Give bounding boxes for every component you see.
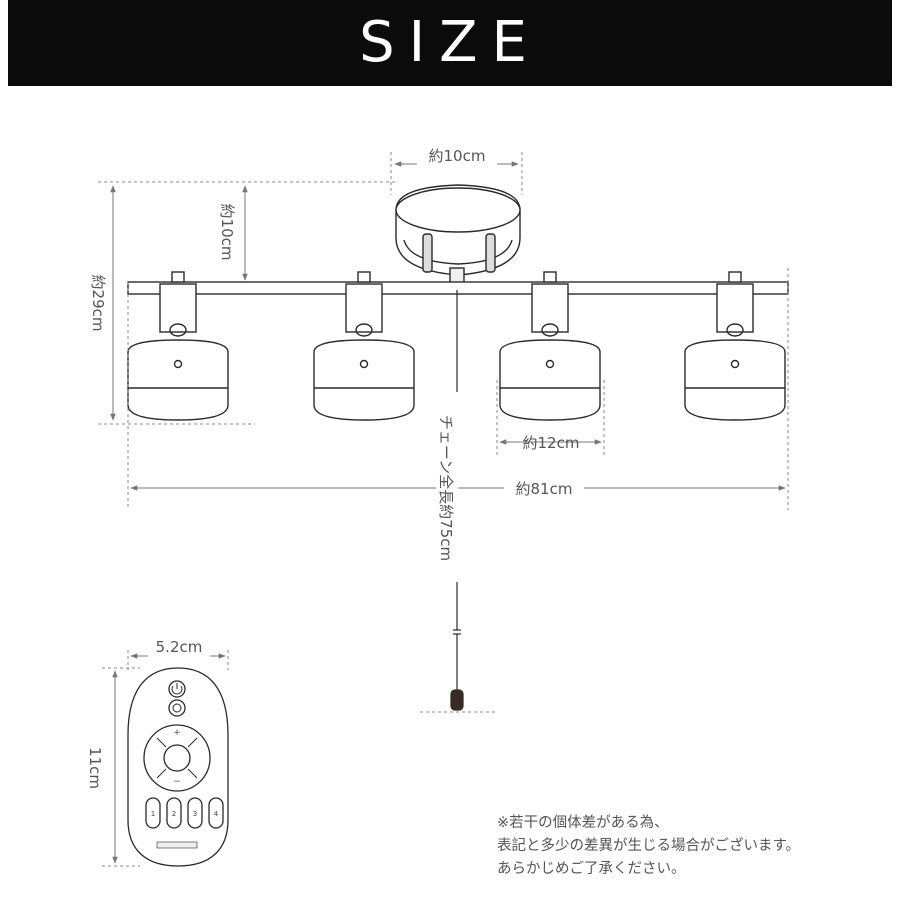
remote-button-2: 2 [166,797,182,829]
remote-button-label: 1 [151,810,155,818]
remote-button-3: 3 [187,797,203,829]
base-height-label: 約10cm [218,204,236,261]
remote-width-label: 5.2cm [156,638,203,656]
note-line-3: あらかじめご了承ください。 [497,861,686,877]
disclaimer-note: ※若干の個体差がある為、 表記と多少の差異が生じる場合がございます。 あらかじめ… [497,812,800,881]
guide-lines [98,152,789,867]
spotlight-3 [499,271,601,421]
chain-length-label: チェーン全長約75cm [437,415,455,561]
remote-control: + − 1 2 3 4 [127,667,229,867]
total-width-label: 約81cm [516,480,573,498]
base-width-label: 約10cm [429,147,486,165]
remote-button-label: 4 [214,810,219,818]
remote-height-label: 11cm [86,747,104,789]
rail-bar [127,281,789,295]
spotlight-4 [684,271,786,421]
spotlight-1 [127,271,229,421]
page-title: SIZE [359,10,541,75]
mode-button-icon [168,699,186,717]
total-height-label: 約29cm [89,275,107,332]
note-line-2: 表記と多少の差異が生じる場合がございます。 [497,838,801,854]
remote-button-label: 3 [193,810,197,818]
svg-text:+: + [173,728,181,738]
svg-text:−: − [173,777,181,787]
title-banner: SIZE [8,0,892,86]
spotlight-2 [313,271,415,421]
remote-button-1: 1 [145,797,161,829]
remote-button-4: 4 [208,797,224,829]
ceiling-base [395,184,521,285]
remote-button-label: 2 [172,810,176,818]
shade-width-label: 約12cm [523,434,580,452]
note-line-1: ※若干の個体差がある為、 [497,815,669,831]
